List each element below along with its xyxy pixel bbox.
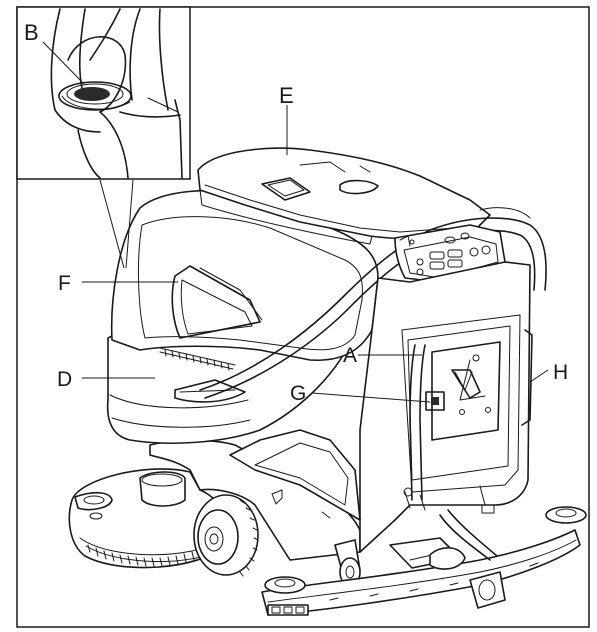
switch-g <box>425 391 445 411</box>
squeegee <box>261 506 587 616</box>
leader-b <box>42 41 85 85</box>
inset-connector-left <box>99 179 125 269</box>
label-d: D <box>57 368 72 391</box>
inset-connector-right <box>125 179 134 269</box>
inset-detail <box>16 6 191 180</box>
label-b: B <box>24 20 39 45</box>
machine-body <box>68 147 547 569</box>
label-h: H <box>553 361 568 384</box>
rear-wheel <box>193 494 259 577</box>
filler-cap-b <box>58 81 132 111</box>
leader-h <box>529 369 549 383</box>
label-e: E <box>279 83 294 108</box>
label-f: F <box>58 272 71 295</box>
leader-g <box>311 392 431 403</box>
label-a: A <box>343 344 357 367</box>
label-g: G <box>290 382 306 405</box>
